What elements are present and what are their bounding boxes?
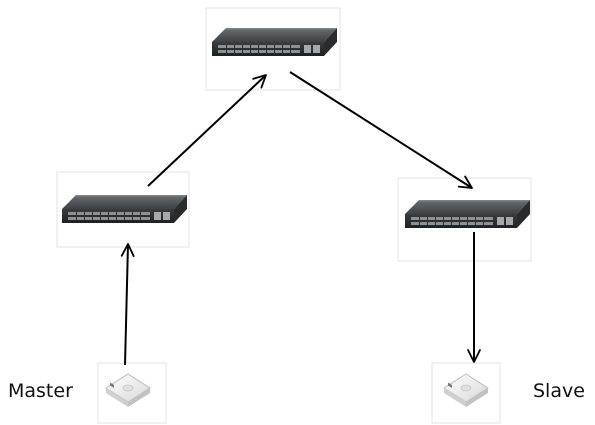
master-label: Master bbox=[8, 380, 73, 402]
switch-left bbox=[56, 171, 190, 248]
network-switch-icon bbox=[62, 195, 187, 223]
slave-label: Slave bbox=[533, 380, 585, 402]
arrow-master-to-left-switch bbox=[120, 243, 135, 366]
access-point-master bbox=[97, 362, 167, 424]
access-point-slave bbox=[431, 362, 501, 424]
switch-right bbox=[397, 177, 532, 262]
network-switch-icon bbox=[405, 200, 530, 228]
arrow-core-to-right-switch bbox=[289, 71, 473, 189]
network-switch-icon bbox=[212, 28, 337, 56]
arrow-left-switch-to-core bbox=[147, 74, 267, 187]
switch-core bbox=[205, 7, 341, 91]
